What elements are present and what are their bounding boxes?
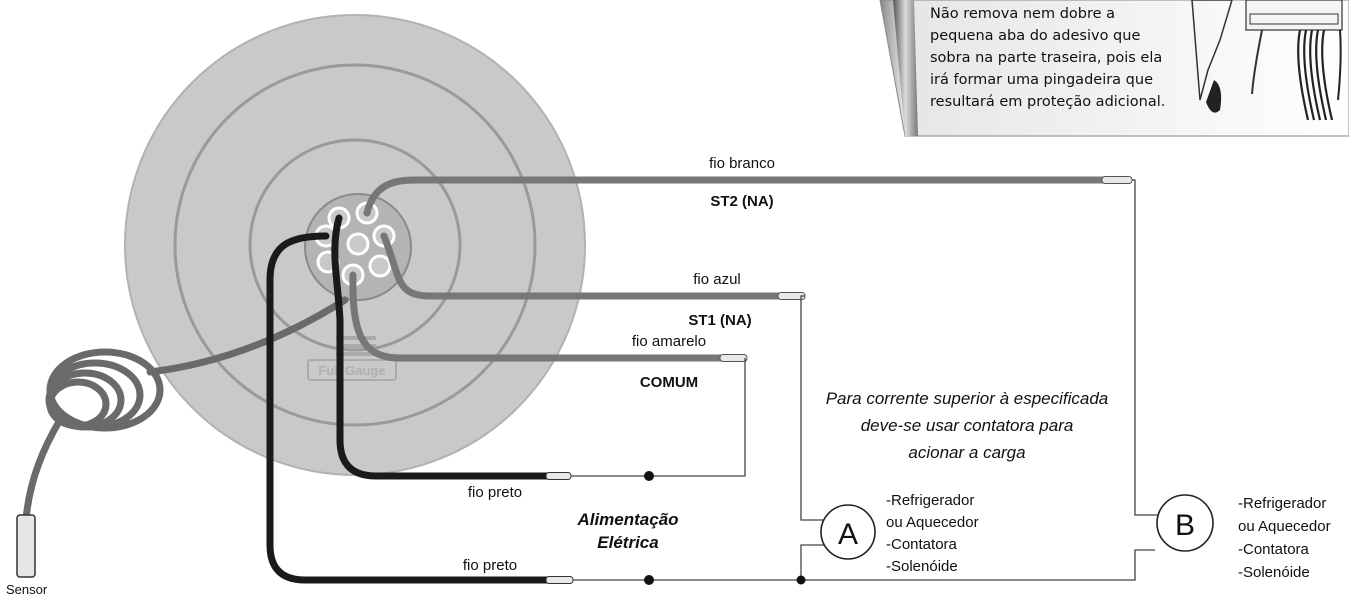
terminal-st1-label: ST1 (NA) [688, 312, 751, 329]
junction-dot-2 [644, 575, 654, 585]
load-b-item-1: -Refrigerador [1238, 495, 1326, 512]
note-line-2: pequena aba do adesivo que [930, 28, 1140, 44]
wire-yellow [349, 271, 748, 362]
circuit-lines [571, 179, 1158, 581]
contactor-note-line-2: deve-se usar contatora para [861, 416, 1074, 435]
load-b: B [1156, 494, 1214, 552]
power-label-line-2: Elétrica [597, 533, 658, 552]
svg-text:Full Gauge: Full Gauge [318, 363, 385, 378]
wire-blue [380, 232, 806, 300]
controller-sketch-icon [1191, 0, 1343, 121]
junction-dot-3 [796, 575, 806, 585]
connector-pins [304, 193, 412, 301]
load-a-item-4: -Solenóide [886, 558, 958, 575]
power-label-line-1: Alimentação [576, 510, 678, 529]
junction-dot-1 [644, 471, 654, 481]
note-line-5: resultará em proteção adicional. [930, 94, 1165, 110]
wire-black-2-label: fio preto [463, 557, 517, 574]
sensor-probe-icon [16, 514, 36, 578]
load-a-item-2: ou Aquecedor [886, 514, 979, 531]
load-a-letter: A [838, 518, 858, 551]
wire-blue-label: fio azul [693, 271, 741, 288]
load-a: A [820, 504, 876, 560]
load-b-item-2: ou Aquecedor [1238, 518, 1331, 535]
terminal-st2-label: ST2 (NA) [710, 193, 773, 210]
wire-black-1-label: fio preto [468, 484, 522, 501]
controller-disc: Full Gauge [124, 14, 586, 476]
wire-black-1 [331, 214, 572, 480]
load-b-item-4: -Solenóide [1238, 564, 1310, 581]
wire-white-label: fio branco [709, 155, 775, 172]
load-b-item-3: -Contatora [1238, 541, 1310, 558]
full-gauge-logo: Full Gauge [307, 336, 397, 381]
sensor-cable [16, 296, 349, 578]
contactor-note-line-1: Para corrente superior à especificada [826, 389, 1109, 408]
wire-yellow-label: fio amarelo [632, 333, 706, 350]
sensor-label: Sensor [6, 582, 48, 597]
note-line-4: irá formar uma pingadeira que [930, 72, 1153, 88]
contactor-note-line-3: acionar a carga [908, 443, 1025, 462]
load-a-item-1: -Refrigerador [886, 492, 974, 509]
load-b-letter: B [1175, 509, 1195, 542]
load-a-item-3: -Contatora [886, 536, 958, 553]
note-line-1: Não remova nem dobre a [930, 6, 1115, 22]
instruction-note: Não remova nem dobre a pequena aba do ad… [879, 0, 1349, 137]
terminal-comum-label: COMUM [640, 374, 698, 391]
note-line-3: sobra na parte traseira, pois ela [930, 50, 1162, 66]
